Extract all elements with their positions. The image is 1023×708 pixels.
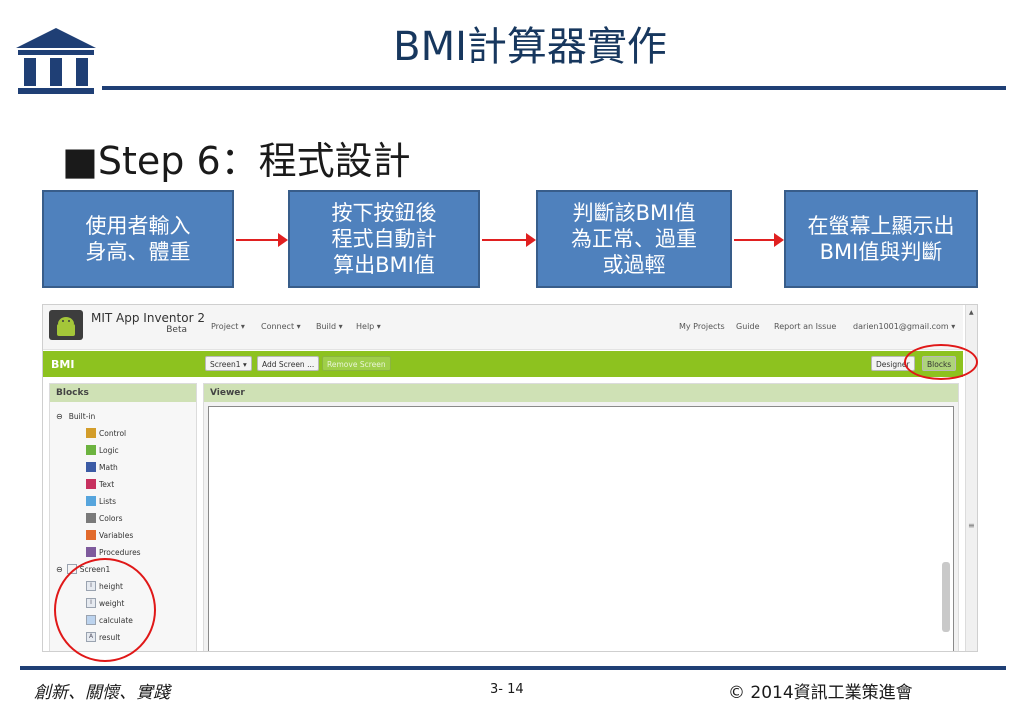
project-name: BMI bbox=[51, 358, 75, 371]
flow-box-display: 在螢幕上顯示出 BMI值與判斷 bbox=[784, 190, 978, 288]
scroll-up-icon[interactable]: ▲ bbox=[969, 309, 974, 316]
step-heading: ■Step 6：程式設計 bbox=[62, 139, 411, 183]
menu-connect[interactable]: Connect ▾ bbox=[261, 322, 301, 331]
app-inventor-window: MIT App Inventor 2 Beta Project ▾ Connec… bbox=[42, 304, 978, 652]
slide-title: BMI計算器實作 bbox=[393, 24, 667, 70]
block-category-label: Procedures bbox=[99, 547, 141, 557]
collapse-icon[interactable]: ⊖ bbox=[56, 564, 63, 574]
block-category-label: Colors bbox=[99, 513, 123, 523]
flow-text: 使用者輸入 bbox=[85, 214, 191, 238]
flow-box-input: 使用者輸入 身高、體重 bbox=[42, 190, 234, 288]
annotation-circle-blocks bbox=[904, 344, 978, 380]
variables-swatch-icon bbox=[86, 530, 96, 540]
link-my-projects[interactable]: My Projects bbox=[679, 322, 725, 331]
block-category-label: Text bbox=[99, 479, 115, 489]
flow-text: 算出BMI值 bbox=[333, 253, 435, 277]
copyright-notice: © 2014資訊工業策進會 bbox=[728, 683, 913, 703]
page-number: 3- 14 bbox=[490, 682, 524, 697]
viewer-title: Viewer bbox=[204, 384, 958, 402]
flow-text: 程式自動計 bbox=[331, 227, 437, 251]
block-category-label: Math bbox=[99, 462, 118, 472]
builtin-tree-node[interactable]: ⊖ Built-in bbox=[56, 412, 95, 421]
flow-text: 在螢幕上顯示出 bbox=[807, 214, 955, 238]
viewer-panel: Viewer bbox=[203, 383, 959, 651]
flow-box-calc: 按下按鈕後 程式自動計 算出BMI值 bbox=[288, 190, 480, 288]
colors-swatch-icon bbox=[86, 513, 96, 523]
text-swatch-icon bbox=[86, 479, 96, 489]
beta-label: Beta bbox=[166, 325, 187, 335]
math-swatch-icon bbox=[86, 462, 96, 472]
title-divider bbox=[102, 86, 1006, 90]
block-category-variables[interactable]: Variables bbox=[86, 530, 133, 540]
block-category-logic[interactable]: Logic bbox=[86, 445, 119, 455]
flow-arrow-icon bbox=[236, 233, 288, 247]
flow-text: 為正常、過重 bbox=[571, 227, 697, 251]
block-category-label: Logic bbox=[99, 445, 119, 455]
flow-text: 按下按鈕後 bbox=[331, 201, 437, 225]
flow-text: 身高、體重 bbox=[85, 240, 191, 264]
block-category-colors[interactable]: Colors bbox=[86, 513, 123, 523]
remove-screen-button[interactable]: Remove Screen bbox=[322, 356, 391, 371]
block-category-lists[interactable]: Lists bbox=[86, 496, 116, 506]
project-toolbar: BMI Screen1 ▾ Add Screen ... Remove Scre… bbox=[43, 351, 963, 377]
block-category-label: Variables bbox=[99, 530, 134, 540]
page-scrollbar[interactable]: ▲ ≡ bbox=[965, 305, 977, 651]
block-category-text[interactable]: Text bbox=[86, 479, 114, 489]
control-swatch-icon bbox=[86, 428, 96, 438]
app-inventor-logo-icon[interactable] bbox=[49, 310, 83, 340]
lists-swatch-icon bbox=[86, 496, 96, 506]
logic-swatch-icon bbox=[86, 445, 96, 455]
flow-arrow-icon bbox=[482, 233, 536, 247]
block-category-procedures[interactable]: Procedures bbox=[86, 547, 141, 557]
annotation-circle-components bbox=[54, 558, 156, 662]
block-category-control[interactable]: Control bbox=[86, 428, 126, 438]
block-category-label: Control bbox=[99, 428, 127, 438]
footer-motto: 創新、關懷、實踐 bbox=[34, 683, 170, 703]
link-report-issue[interactable]: Report an Issue bbox=[774, 322, 837, 331]
block-category-math[interactable]: Math bbox=[86, 462, 118, 472]
add-screen-button[interactable]: Add Screen ... bbox=[257, 356, 320, 371]
menu-project[interactable]: Project ▾ bbox=[211, 322, 245, 331]
scroll-grip-icon[interactable]: ≡ bbox=[968, 521, 975, 530]
flow-text: 或過輕 bbox=[602, 253, 666, 277]
block-category-label: Lists bbox=[99, 496, 117, 506]
account-menu[interactable]: darien1001@gmail.com ▾ bbox=[853, 322, 956, 331]
builtin-label: Built-in bbox=[68, 412, 96, 421]
workspace-scrollbar[interactable] bbox=[942, 562, 950, 632]
collapse-icon[interactable]: ⊖ bbox=[56, 412, 63, 421]
screen-select[interactable]: Screen1 ▾ bbox=[205, 356, 252, 371]
menu-build[interactable]: Build ▾ bbox=[316, 322, 343, 331]
blocks-workspace[interactable] bbox=[208, 406, 954, 651]
blocks-panel-title: Blocks bbox=[50, 384, 196, 402]
app-name: MIT App Inventor 2 bbox=[91, 311, 205, 325]
flow-arrow-icon bbox=[734, 233, 784, 247]
procedures-swatch-icon bbox=[86, 547, 96, 557]
footer-divider bbox=[20, 666, 1006, 670]
flow-box-judge: 判斷該BMI值 為正常、過重 或過輕 bbox=[536, 190, 732, 288]
menu-help[interactable]: Help ▾ bbox=[356, 322, 381, 331]
flow-text: BMI值與判斷 bbox=[819, 240, 943, 264]
institution-logo-icon bbox=[16, 28, 96, 94]
flow-text: 判斷該BMI值 bbox=[572, 201, 696, 225]
link-guide[interactable]: Guide bbox=[736, 322, 760, 331]
top-navbar: MIT App Inventor 2 Beta Project ▾ Connec… bbox=[43, 305, 963, 350]
